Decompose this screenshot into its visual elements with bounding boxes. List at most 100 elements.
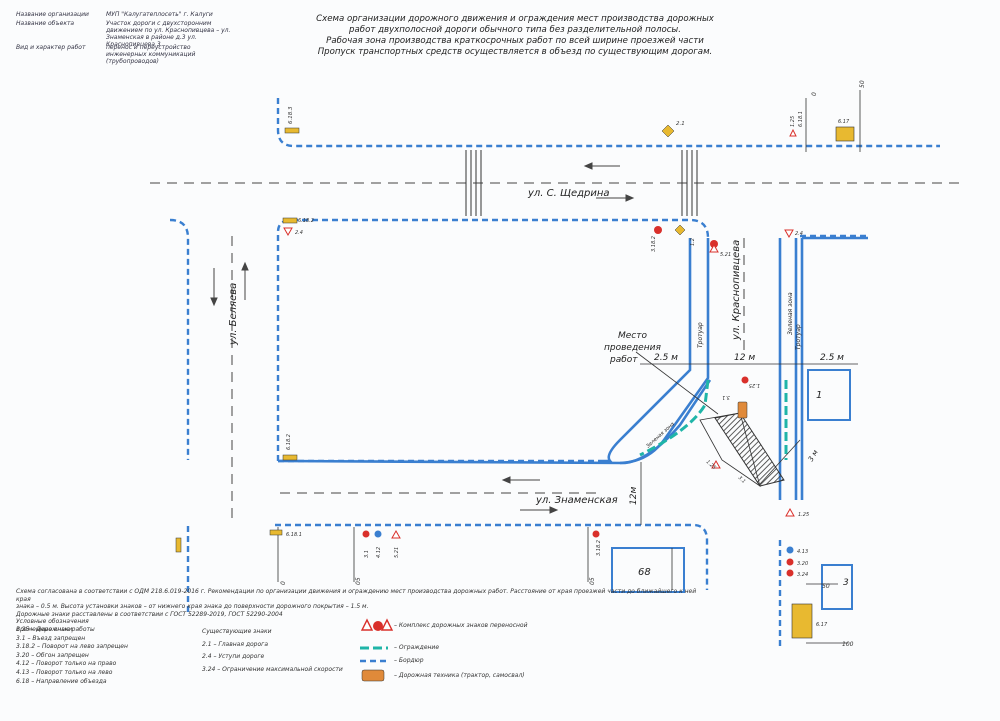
detour-sign-6181-bottom-icon (269, 529, 283, 536)
distance-0-top: 0 (811, 92, 818, 96)
distance-05-mid: 05 (589, 577, 596, 585)
temp-sign-item: 4.12 – Поворот только на право (16, 660, 117, 668)
fence-left-curve (639, 379, 710, 457)
label-sidewalk-right: Тротуар (795, 324, 802, 350)
title-line-4: Пропуск транспортных средств осуществляе… (317, 47, 713, 57)
turn-left-sign-413-icon (786, 546, 794, 554)
work-place-line-2: проведения (604, 343, 661, 353)
center-lines (150, 182, 960, 520)
street-label-znamenskaya: ул. Знаменская (535, 495, 618, 506)
detour-sign-6182-a-icon (282, 217, 298, 224)
signs: 6.18.3 2.1 1.25 6.18.1 6.17 6.18.2 2.4 3… (175, 106, 855, 639)
roadworks-sign-125-right-icon (785, 507, 795, 517)
speed-limit-sign-324-icon (786, 569, 794, 577)
note-line-1: Схема согласована в соответствии с ОДМ 2… (16, 588, 697, 603)
temp-sign-item: 3.18.2 – Поворот на лево запрещен (16, 643, 128, 651)
existing-sign-item: 3.24 – Ограничение максимальной скорости (202, 665, 343, 673)
dim-label-left: 2.5 м (654, 353, 678, 363)
sign-label-521-bottom: 5.21 (394, 547, 400, 558)
building-3-outline (821, 564, 853, 610)
building-number-3: 3 (843, 578, 849, 588)
dimension-lines (635, 351, 858, 525)
main-road-sign-21-icon (661, 124, 675, 138)
note-line-4: Условные обозначения (16, 618, 89, 625)
existing-sign-item: 2.4 – Уступи дороге (202, 653, 265, 661)
detour-sign-617-bottom-icon (791, 603, 813, 639)
no-entry-sign-31-top-icon (654, 226, 662, 234)
detour-sign-6182-b-icon (282, 454, 298, 461)
curb-top-south-left (169, 218, 190, 460)
dim-label-diag: 3 м (807, 448, 820, 463)
existing-signs-title: Существующие знаки (202, 628, 272, 635)
sign-label-5211: 5.21 (720, 252, 731, 258)
direction-arrows (210, 162, 635, 514)
building-68-outline (611, 547, 685, 593)
roadworks-sign-125-bottom-icon (391, 529, 401, 539)
sign-label-24-b: 2.4 (795, 231, 803, 237)
title-line-2: работ двухполосной дороги обычного типа … (349, 25, 681, 35)
sign-label-617-bottom: 6.17 (816, 622, 828, 628)
label-green-zone: Зеленая зона (787, 292, 794, 335)
street-label-krasnopivtseva: ул. Краснопивцева (731, 240, 742, 341)
distance-50-right: 50 (822, 583, 830, 590)
temp-sign-item: 1.25 – Дорожные работы (16, 626, 95, 633)
street-label-belyaeva: ул. Беляева (228, 283, 239, 346)
crosswalk-right (681, 150, 698, 216)
temp-signs-legend: 1.25 – Дорожные работы 3.1 – Въезд запре… (16, 626, 186, 686)
sign-label-320: 3.20 (797, 561, 808, 567)
portable-signs-complex-icon (360, 618, 374, 631)
legend-symbols (360, 618, 394, 682)
dim-label-mid: 12 м (734, 353, 755, 363)
work-type-value: перенос и переустройство инженерных комм… (106, 44, 196, 65)
sign-label-31-work: 3.1 (722, 394, 730, 400)
sign-label-24-a: 2.4 (295, 230, 303, 236)
sign-label-617-top: 6.17 (838, 119, 850, 125)
note-line-2: знака – 0.5 м. Высота установки знаков –… (16, 603, 369, 610)
detour-sign-left-far-icon (175, 537, 182, 553)
object-value: Участок дороги с двухсторонним движением… (106, 20, 231, 48)
sign-label-413: 4.13 (797, 549, 808, 555)
scheme-title: Схема организации дорожного движения и о… (290, 14, 740, 58)
symbol-legend-curb: – Бордюр (394, 657, 424, 664)
building-number-1: 1 (816, 390, 822, 401)
work-zone-hatched-area (714, 412, 785, 487)
sign-label-125-top: 1.25 (790, 116, 796, 127)
portable-signs-complex-icon-c (380, 618, 394, 631)
portable-signs-complex-icon-b (373, 621, 383, 631)
distance-0-bottom-left: 0 (280, 581, 287, 585)
label-sidewalk-left: Тротуар (697, 322, 704, 348)
label-organization: Название организации (16, 11, 89, 18)
curb-bottom-south (275, 523, 709, 590)
notes-block: Схема согласована в соответствии с ОДМ 2… (16, 588, 706, 633)
fences (639, 379, 788, 460)
temp-sign-item: 3.1 – Въезд запрещен (16, 634, 86, 642)
roadworks-sign-125-krasn-icon (709, 243, 719, 253)
roadworks-sign-125-top-icon (789, 128, 797, 137)
turn-right-sign-412-icon (374, 530, 382, 538)
dim-label-right: 2.5 м (820, 353, 844, 363)
main-road-sign-21-b-icon (674, 224, 686, 236)
sign-label-324: 3.24 (797, 572, 808, 578)
curbs-solid (277, 236, 868, 500)
temp-sign-item: 6.18 – Направление объезда (16, 677, 107, 685)
no-overtaking-sign-320-icon (786, 558, 794, 566)
sign-label-6181-bottom: 6.18.1 (286, 532, 302, 538)
roadworks-sign-125-diag-icon (711, 459, 721, 469)
sign-label-412-bottom: 4.12 (376, 547, 382, 558)
curb-sidewalk-left (604, 238, 692, 463)
sign-label-31-bottom: 3.1 (364, 550, 370, 558)
sign-label-3182-top: 3.18.2 (651, 236, 657, 252)
title-line-3: Рабочая зона производства краткосрочных … (326, 36, 704, 46)
curb-top-north (276, 98, 940, 148)
dim-label-vert: 12м (629, 487, 639, 505)
yield-sign-24-a-icon (283, 227, 293, 237)
sign-label-31b-diag: 3.1 (737, 475, 747, 485)
buildings (611, 369, 853, 610)
street-label-shcherbina: ул. С. Щедрина (527, 188, 610, 199)
distance-100-right: 100 (842, 641, 854, 648)
sign-label-6182-b: 6.18.2 (286, 434, 292, 450)
work-place-line-3: работ (609, 355, 638, 365)
work-zone (699, 412, 785, 487)
road-machinery-legend-icon (361, 669, 385, 682)
